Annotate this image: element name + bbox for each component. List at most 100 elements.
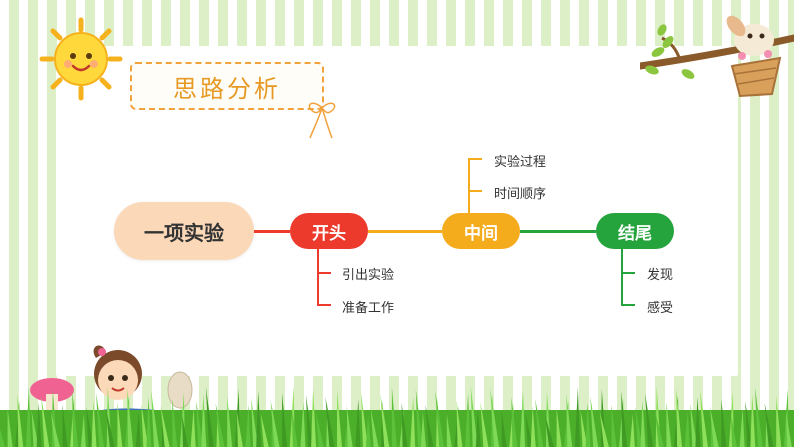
grass-blade	[172, 399, 178, 447]
grass-blade	[135, 411, 141, 447]
grass-blade	[690, 404, 698, 447]
grass-blade	[50, 412, 60, 447]
grass-blade	[311, 388, 317, 447]
grass-blade	[425, 405, 434, 447]
grass-blade	[750, 394, 756, 447]
grass-blade	[654, 409, 664, 447]
grass-blade	[490, 388, 500, 447]
grass-blade	[31, 410, 39, 447]
grass-blade	[380, 394, 390, 447]
grass-blade	[621, 391, 628, 447]
grass-blade	[17, 394, 24, 447]
grass-blade	[456, 400, 463, 447]
grass-blade	[480, 402, 489, 447]
grass-blade	[146, 397, 152, 447]
grass-blade	[151, 390, 159, 447]
grass-blade	[7, 408, 13, 447]
grass-blade	[695, 397, 701, 447]
grass-blade	[684, 411, 690, 447]
bow-icon	[308, 102, 336, 139]
grass-blade	[501, 411, 507, 447]
grass-blade	[291, 409, 298, 447]
node-start-label: 开头	[312, 223, 346, 244]
grass-blade	[415, 389, 423, 447]
branch-middle-h1	[468, 158, 482, 160]
grass-blade	[754, 387, 763, 447]
branch-start-h2	[317, 304, 331, 306]
grass-blade	[645, 393, 654, 447]
leaf-process: 实验过程	[494, 155, 547, 170]
grass-decoration	[0, 386, 794, 447]
grass-blade	[62, 405, 68, 447]
grass-blade	[105, 409, 115, 447]
grass-blade	[117, 402, 123, 447]
page-title-box: 思路分析	[130, 62, 324, 110]
leaf-intro-experiment: 引出实验	[342, 268, 395, 283]
branch-end-vertical	[621, 249, 623, 305]
grass-blade	[676, 388, 683, 447]
grass-blade	[196, 401, 204, 447]
grass-blade	[360, 392, 368, 447]
grass-blade	[446, 414, 452, 447]
grass-blade	[590, 396, 599, 447]
mindmap-node-middle: 中间	[442, 213, 520, 249]
grass-blade	[227, 396, 233, 447]
leaf-feeling: 感受	[647, 301, 674, 316]
branch-end-h2	[621, 304, 635, 306]
grass-blade	[260, 414, 269, 447]
grass-blade	[520, 390, 525, 447]
grass-blade	[470, 386, 478, 447]
grass-blade	[96, 393, 105, 447]
grass-blade	[315, 411, 324, 447]
grass-blade	[401, 403, 408, 447]
grass-blade	[201, 394, 207, 447]
grass-blade	[420, 412, 426, 447]
grass-blade	[739, 408, 745, 447]
grass-blade	[666, 402, 672, 447]
grass-blade	[141, 404, 149, 447]
grass-blade	[599, 412, 609, 447]
mindmap-node-end: 结尾	[596, 213, 674, 249]
grass-blade	[306, 395, 313, 447]
grass-blade	[41, 396, 50, 447]
grass-blade	[127, 388, 134, 447]
grass-blade	[270, 400, 280, 447]
leaf-discovery: 发现	[647, 268, 674, 283]
grass-blade	[337, 390, 342, 447]
grass-blade	[80, 414, 86, 447]
grass-blade	[282, 393, 288, 447]
branch-start-vertical	[317, 249, 319, 305]
mindmap-node-start: 开头	[290, 213, 368, 249]
grass-blade	[629, 414, 635, 447]
grass-blade	[785, 412, 792, 447]
grass-blade	[355, 399, 361, 447]
grass-blade	[236, 412, 243, 447]
page-title: 思路分析	[173, 74, 281, 103]
grass-blade	[535, 399, 544, 447]
grass-blade	[251, 398, 259, 447]
grass-blade	[574, 387, 580, 447]
grass-blade	[511, 397, 518, 447]
grass-blade	[205, 387, 214, 447]
mindmap-root: 一项实验	[114, 202, 254, 260]
grass-blade	[635, 407, 643, 447]
grass-blade	[300, 402, 306, 447]
mindmap-root-label: 一项实验	[144, 220, 224, 245]
connector-start-middle	[368, 230, 442, 233]
grass-blade	[700, 390, 708, 447]
grass-blade	[366, 415, 371, 447]
grass-blade	[346, 406, 353, 447]
grass-blade	[709, 406, 719, 447]
grass-blade	[465, 393, 471, 447]
grass-blade	[410, 396, 416, 447]
grass-blade	[325, 397, 335, 447]
grass-blade	[256, 391, 262, 447]
grass-blade	[86, 407, 94, 447]
grass-blade	[530, 406, 536, 447]
node-middle-label: 中间	[464, 223, 498, 244]
branch-start-h1	[317, 272, 331, 274]
grass-blade	[745, 401, 753, 447]
grass-blade	[585, 403, 591, 447]
connector-middle-end	[520, 230, 596, 233]
grass-blade	[245, 405, 251, 447]
